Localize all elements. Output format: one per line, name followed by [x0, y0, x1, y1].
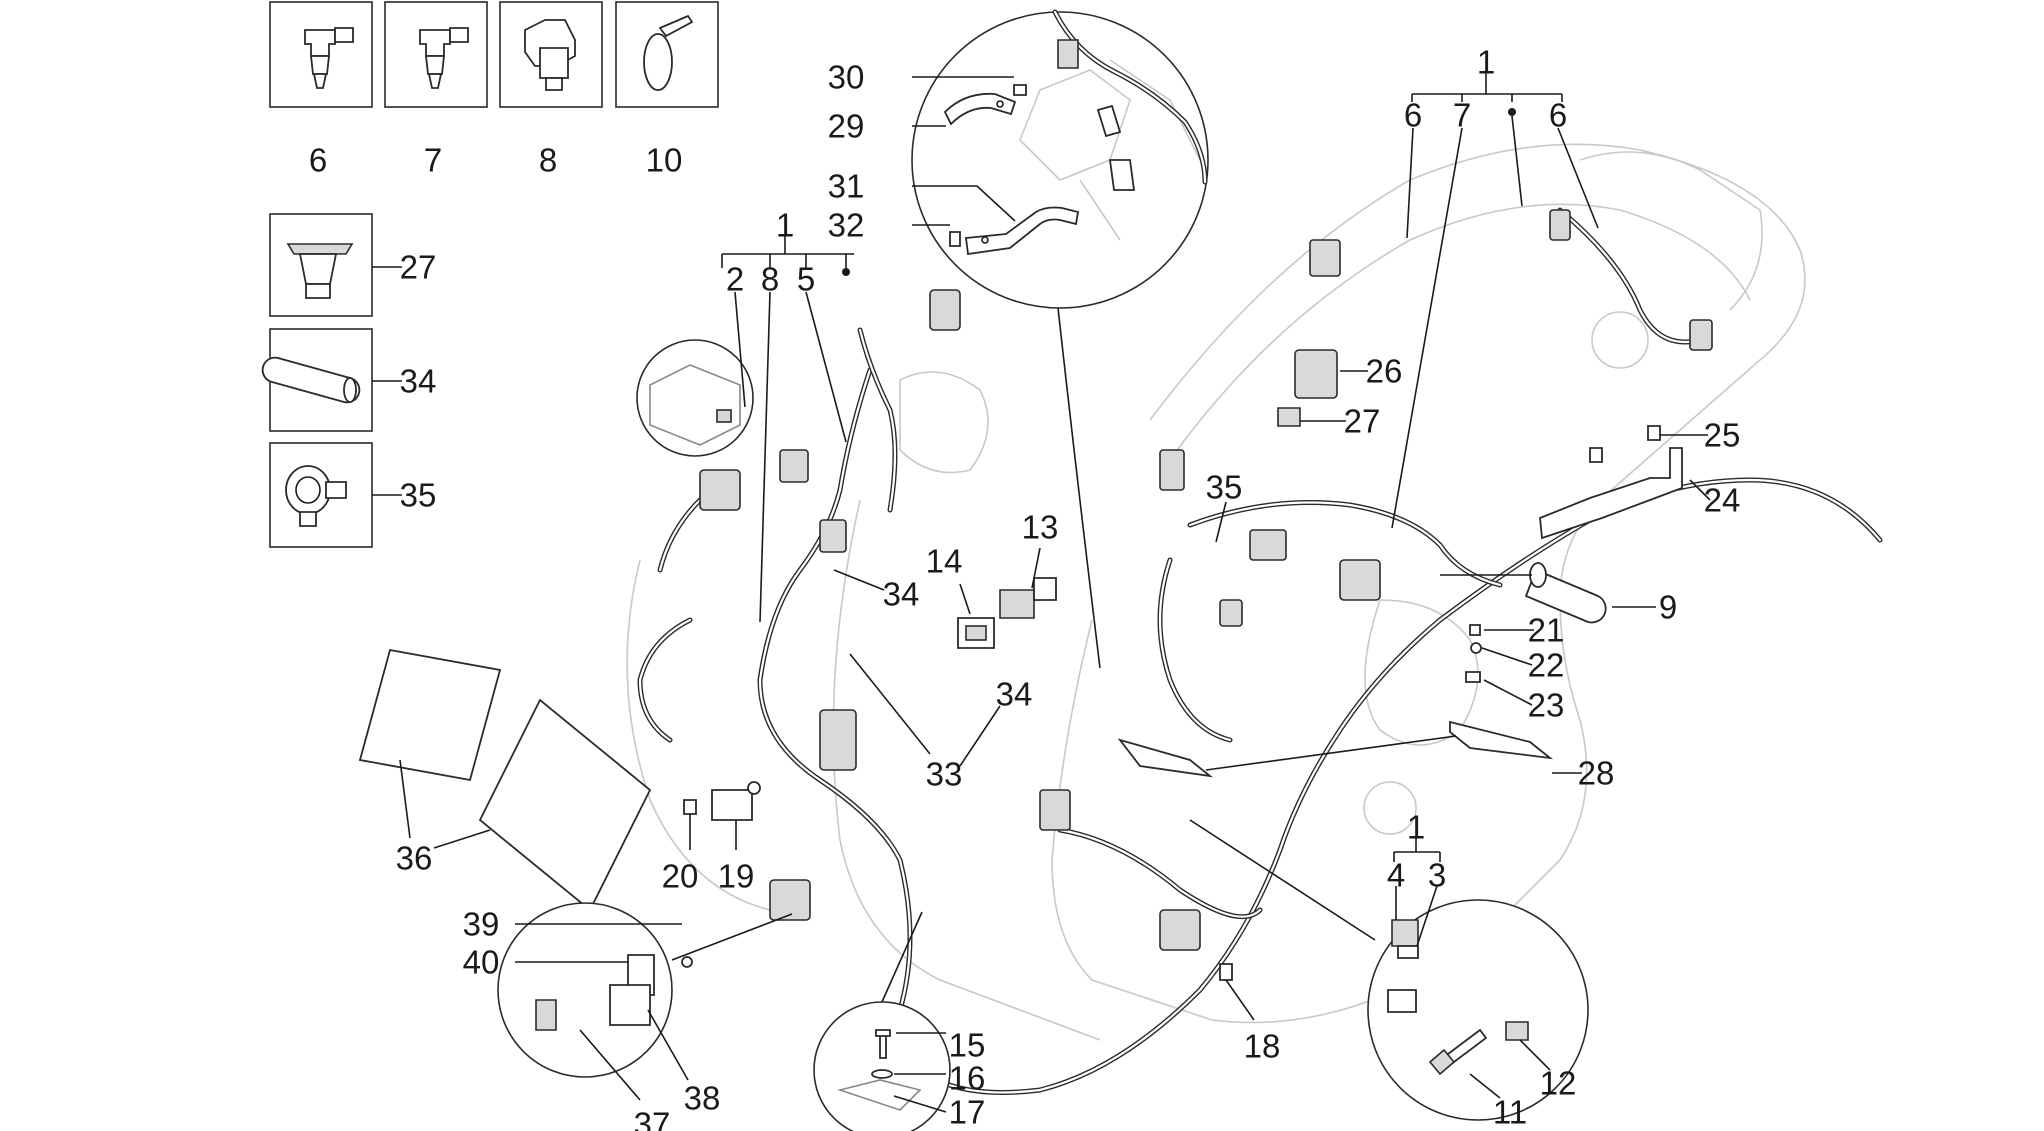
relay-26: [1294, 349, 1368, 399]
callout-23: 23: [1528, 687, 1565, 724]
callout-6a: 6: [309, 142, 327, 179]
callout-1c: 1: [1407, 809, 1425, 846]
callout-24: 24: [1704, 482, 1741, 519]
callout-8a: 8: [539, 142, 557, 179]
group-bracket-left: [721, 234, 854, 623]
connector-13: [999, 547, 1057, 619]
callout-32: 32: [828, 207, 865, 244]
grommet-14: [957, 583, 995, 649]
callout-34c: 34: [996, 676, 1033, 713]
callout-6c: 6: [1549, 97, 1567, 134]
callout-6b: 6: [1404, 97, 1422, 134]
callout-27b: 27: [1344, 403, 1381, 440]
callout-18: 18: [1244, 1028, 1281, 1065]
callout-12: 12: [1540, 1065, 1577, 1102]
detail-circle-module: [497, 902, 793, 1101]
callout-15: 15: [949, 1027, 986, 1064]
cap-9: [1440, 562, 1656, 624]
fuse-box-inset: [636, 339, 754, 457]
callout-19: 19: [718, 858, 755, 895]
callout-1a: 1: [776, 207, 794, 244]
main-wiring-harness: [637, 207, 1883, 1095]
callout-4: 4: [1387, 857, 1405, 894]
scooter-frame-outline: [626, 143, 1806, 1041]
sensor-19: [711, 781, 761, 850]
leaders-misc: [833, 501, 1227, 767]
detail-circle-bolt: [813, 911, 951, 1131]
manuals-36: [358, 648, 652, 912]
callout-35b: 35: [1206, 469, 1243, 506]
callout-28: 28: [1578, 755, 1615, 792]
part-box-34: [261, 328, 402, 432]
group-bracket-topright: [1391, 70, 1599, 529]
screw-18: [1219, 963, 1255, 1021]
callout-16: 16: [949, 1060, 986, 1097]
callout-36: 36: [396, 840, 433, 877]
callout-7b: 7: [1453, 97, 1471, 134]
part-box-35: [269, 442, 402, 548]
part-box-7: [384, 1, 488, 108]
callout-34a: 34: [400, 363, 437, 400]
harness-connectors: [699, 209, 1713, 951]
callout-1b: 1: [1477, 44, 1495, 81]
callout-2: 2: [726, 261, 744, 298]
detail-circle-clamp: [911, 9, 1209, 669]
callout-38: 38: [684, 1080, 721, 1117]
part-box-6: [269, 1, 373, 108]
callout-5: 5: [797, 261, 815, 298]
callout-30: 30: [828, 59, 865, 96]
callout-39: 39: [463, 906, 500, 943]
callout-8b: 8: [761, 261, 779, 298]
callout-35a: 35: [400, 477, 437, 514]
callout-9: 9: [1659, 589, 1677, 626]
bracket-24-25: [1539, 425, 1711, 540]
callout-14: 14: [926, 543, 963, 580]
detail-circle-fuses: [1189, 819, 1589, 1121]
callout-11: 11: [1493, 1094, 1527, 1131]
callout-7a: 7: [424, 142, 442, 179]
callout-21: 21: [1528, 612, 1565, 649]
callout-25: 25: [1704, 417, 1741, 454]
screw-20: [683, 799, 697, 850]
callout-10a: 10: [646, 142, 683, 179]
part-box-8: [499, 1, 603, 108]
callout-34b: 34: [883, 576, 920, 613]
callout-20: 20: [662, 858, 699, 895]
callout-37: 37: [634, 1106, 671, 1131]
part-box-27: [269, 213, 402, 317]
callout-17: 17: [949, 1094, 986, 1131]
callout-31: 31: [828, 168, 865, 205]
clip-27: [1277, 407, 1346, 427]
callout-3: 3: [1428, 857, 1446, 894]
callout-22: 22: [1528, 647, 1565, 684]
part-box-10: [615, 1, 719, 108]
callout-13: 13: [1022, 509, 1059, 546]
callout-40: 40: [463, 944, 500, 981]
callout-26: 26: [1366, 353, 1403, 390]
cover-28: [1117, 720, 1582, 778]
callout-29: 29: [828, 108, 865, 145]
callout-27a: 27: [400, 249, 437, 286]
group-bracket-bottomright: [1393, 836, 1441, 947]
callout-33: 33: [926, 756, 963, 793]
fasteners-21-23: [1465, 624, 1534, 706]
